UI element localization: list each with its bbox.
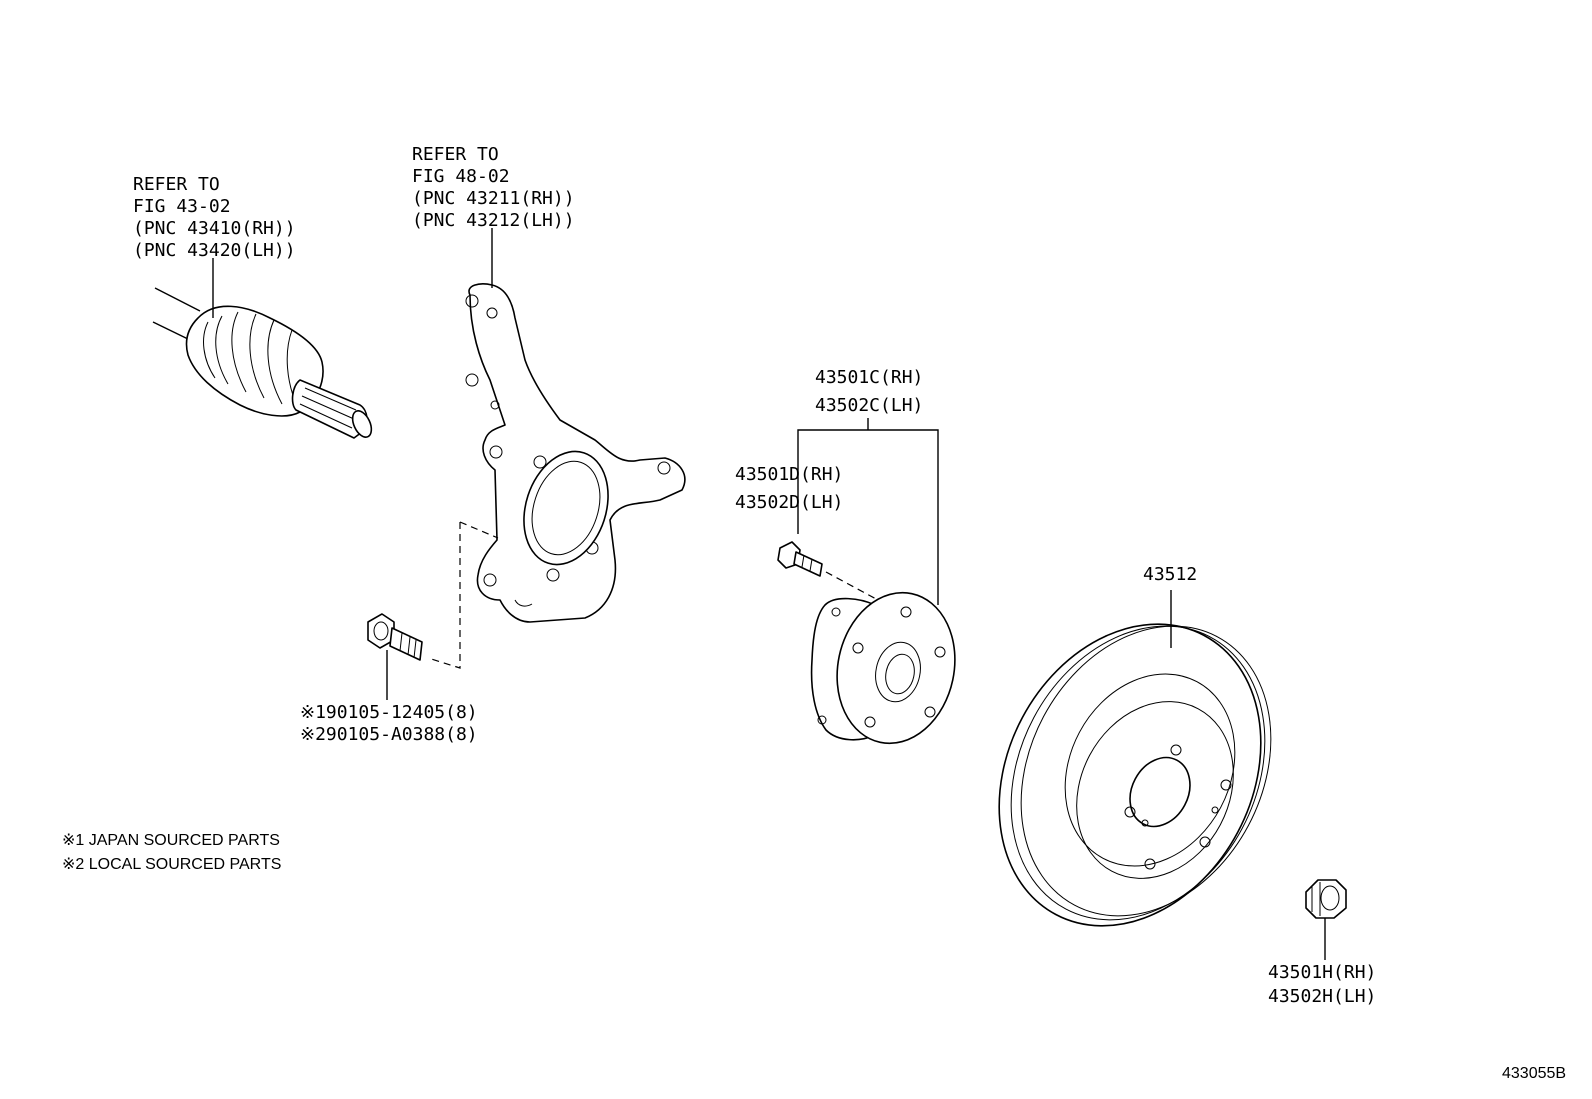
knuckle-bolt-local: ※290105-A0388(8)	[300, 724, 478, 745]
bolt-icon	[367, 613, 423, 661]
driveshaft-ref-line1: REFER TO	[133, 174, 220, 195]
hub-assembly-rh: 43501C(RH)	[815, 367, 923, 388]
hub-nut-lh: 43502H(LH)	[1268, 986, 1376, 1007]
disc-icon	[998, 623, 1272, 927]
driveshaft-ref-line2: FIG 43-02	[133, 196, 231, 217]
drive-shaft-icon	[152, 287, 373, 439]
knuckle-bolt-jp: ※190105-12405(8)	[300, 702, 478, 723]
knuckle-ref-line3: (PNC 43211(RH))	[412, 188, 575, 209]
hub-bolt-lh: 43502D(LH)	[735, 492, 843, 513]
hub-assembly-lh: 43502C(LH)	[815, 395, 923, 416]
hub-nut-rh: 43501H(RH)	[1268, 962, 1376, 983]
hub-bolt-rh: 43501D(RH)	[735, 464, 843, 485]
knuckle-ref-line2: FIG 48-02	[412, 166, 510, 187]
stud-icon	[777, 541, 823, 577]
driveshaft-ref-line3: (PNC 43410(RH))	[133, 218, 296, 239]
note-local-sourced: ※2 LOCAL SOURCED PARTS	[62, 856, 281, 873]
hub-icon	[810, 591, 956, 745]
knuckle-icon	[465, 283, 686, 623]
note-japan-sourced: ※1 JAPAN SOURCED PARTS	[62, 832, 280, 849]
knuckle-ref-line4: (PNC 43212(LH))	[412, 210, 575, 231]
figure-code: 433055B	[1502, 1065, 1566, 1082]
driveshaft-ref-line4: (PNC 43420(LH))	[133, 240, 296, 261]
nut-icon	[1305, 879, 1347, 919]
disc-part-number: 43512	[1143, 564, 1197, 585]
knuckle-ref-line1: REFER TO	[412, 144, 499, 165]
